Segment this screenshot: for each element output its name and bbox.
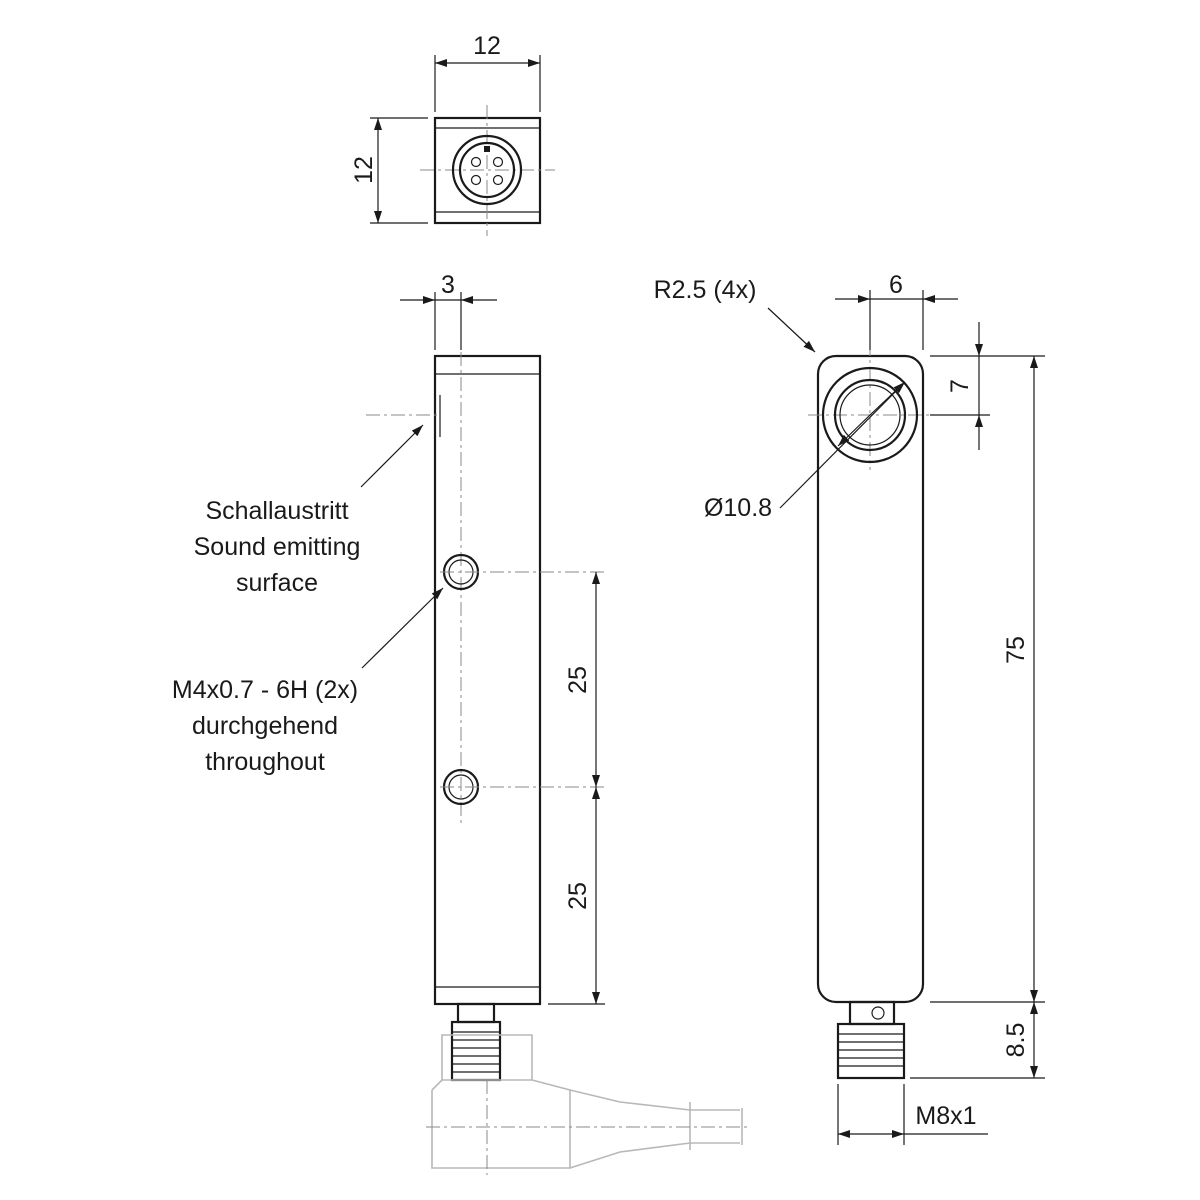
dim-thread: M8x1 [915,1102,976,1130]
note-sound-surface-de: Schallaustritt [205,497,348,525]
dim-width: 6 [889,271,903,299]
dim-pitch-upper: 25 [564,666,592,694]
connector-nut-icon [450,1002,502,1082]
dim-radius: R2.5 (4x) [654,276,757,304]
side-view-body [433,354,542,1006]
note-sound-surface-en: Sound emitting [194,533,361,561]
top-view: 12 12 [350,32,555,236]
connector-nut-icon [836,1000,906,1080]
transducer-icon [821,366,919,464]
dim-pitch-lower: 25 [564,882,592,910]
note-mount-holes-en: throughout [205,748,325,776]
dim-height-7: 7 [946,379,974,393]
connector-face-icon [451,134,523,206]
note-mount-holes-de: durchgehend [192,712,338,740]
dim-length: 75 [1002,636,1030,664]
dim-diameter: Ø10.8 [704,494,772,522]
dim-top-height: 12 [350,156,378,184]
leader-mount-holes [361,587,444,669]
ghost-cable [426,1034,750,1175]
front-view: Ø10.8 R2.5 (4x) 6 7 75 [654,271,1045,1145]
leader-sound-surface [360,424,424,488]
note-mount-holes-spec: M4x0.7 - 6H (2x) [172,676,358,704]
leader-radius [767,307,816,353]
note-sound-surface-en-2: surface [236,569,318,597]
dim-offset: 3 [441,271,455,299]
dim-top-width: 12 [473,32,501,60]
side-view: 25 25 3 [366,271,750,1175]
dim-connector-length: 8.5 [1002,1023,1030,1058]
